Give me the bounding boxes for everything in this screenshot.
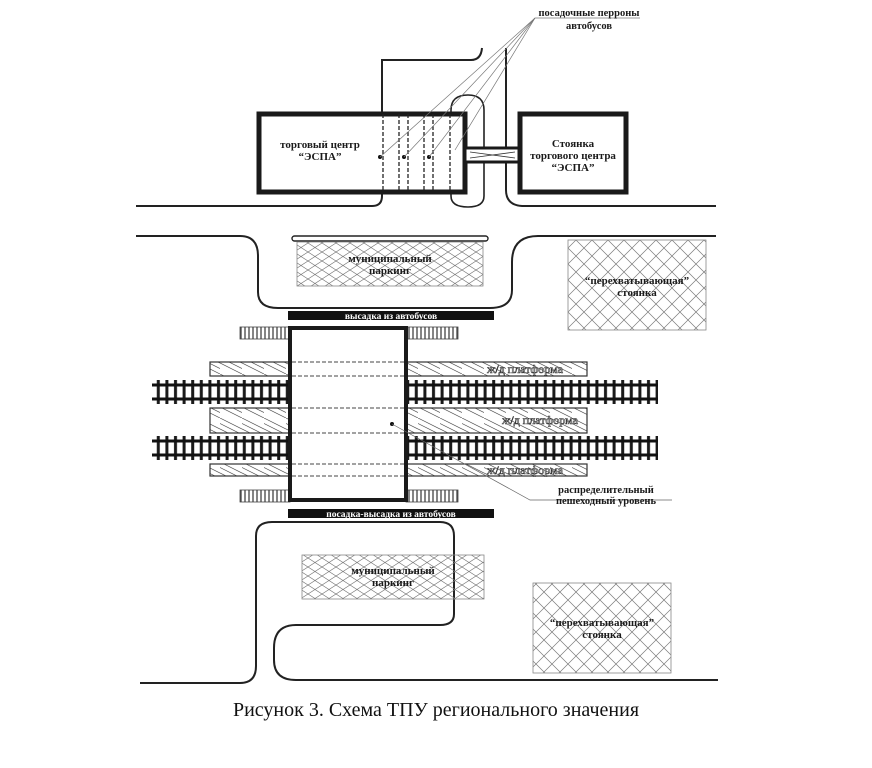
municipal-parking-top: муниципальный паркинг: [291, 235, 489, 287]
stairs-bottom-right: [405, 489, 459, 503]
municipal-parking-top-label-line2: паркинг: [369, 265, 411, 277]
municipal-parking-top-label-line1: муниципальный: [348, 253, 432, 265]
municipal-parking-bottom-label-line1: муниципальный: [351, 565, 435, 577]
rail-platform-2-label: ж/д платформа: [501, 413, 579, 427]
mall-parking-label-line3: “ЭСПА”: [552, 162, 595, 174]
shopping-center-building: торговый центр “ЭСПА”: [256, 111, 468, 195]
rail-platform-3-label: ж/д платформа: [486, 463, 564, 477]
municipal-parking-bottom-label-line2: паркинг: [372, 577, 414, 589]
municipal-parking-bottom: муниципальный паркинг: [301, 554, 485, 600]
bus-platforms-label-line1: посадочные перроны: [539, 8, 640, 19]
stairs-top-right: [405, 326, 459, 340]
pedestrian-distribution-level: [288, 326, 408, 502]
intercept-parking-top-label-line2: стоянка: [617, 287, 657, 299]
mall-parking-label-line2: торгового центра: [530, 150, 616, 162]
intercept-parking-bottom: “перехватывающая” стоянка: [532, 582, 672, 674]
bus-platforms-label-line2: автобусов: [566, 21, 612, 32]
mall-parking-building: Стоянка торгового центра “ЭСПА”: [517, 111, 629, 195]
mall-label-line1: торговый центр: [280, 139, 360, 151]
bus-dropoff-strip: высадка из автобусов: [288, 311, 494, 322]
pedestrian-level-callout: распределительный пешеходный уровень: [391, 423, 672, 507]
bus-boarding-dropoff-strip: посадка-высадка из автобусов: [288, 509, 494, 520]
intercept-parking-top: “перехватывающая” стоянка: [567, 239, 707, 331]
intercept-parking-bottom-label-line2: стоянка: [582, 629, 622, 641]
pedestrian-level-label-line1: распределительный: [558, 485, 654, 496]
rail-platform-1-label: ж/д платформа: [486, 362, 564, 376]
upper-bus-loop-road: [136, 235, 716, 309]
stairs-bottom-left: [239, 489, 291, 503]
bus-boarding-dropoff-label: посадка-высадка из автобусов: [326, 509, 456, 520]
intercept-parking-bottom-label-line1: “перехватывающая”: [550, 617, 654, 629]
mall-label-line2: “ЭСПА”: [299, 151, 342, 163]
mall-parking-label-line1: Стоянка: [552, 138, 595, 150]
figure-caption: Рисунок 3. Схема ТПУ регионального значе…: [232, 699, 640, 721]
pedestrian-level-label-line2: пешеходный уровень: [556, 496, 657, 507]
stairs-top-left: [239, 326, 291, 340]
mall-connector-bridge: [463, 146, 522, 164]
bus-dropoff-label: высадка из автобусов: [345, 311, 437, 322]
railway-section: ж/д платформа ж/д платформа ж/д платформ…: [152, 326, 672, 507]
intercept-parking-top-label-line1: “перехватывающая”: [585, 275, 689, 287]
bus-platforms-callout: посадочные перроны автобусов: [379, 8, 640, 158]
